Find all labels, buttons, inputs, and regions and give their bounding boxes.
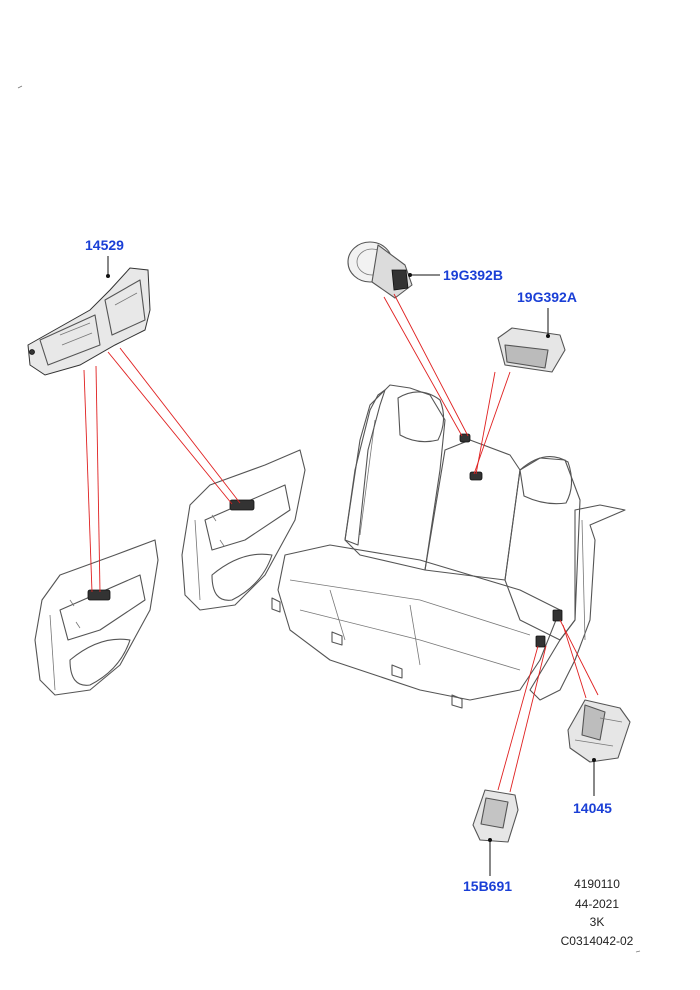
part-15B691-module	[472, 789, 519, 876]
part-14529-switch	[27, 256, 151, 376]
part-14045-module	[567, 699, 631, 796]
reference-date: 44-2021	[574, 897, 620, 911]
reference-illustration-id: C0314042-02	[560, 934, 634, 948]
label-14529: 14529	[85, 237, 124, 253]
reference-code: 3K	[589, 915, 605, 929]
part-19G392A-switch	[497, 308, 566, 373]
callout-lines	[83, 293, 599, 793]
reference-number: 4190110	[574, 877, 620, 891]
part-19G392B-switch	[347, 241, 440, 299]
door-trim-right	[181, 449, 306, 611]
label-19G392A: 19G392A	[517, 289, 577, 305]
label-15B691: 15B691	[463, 878, 513, 894]
label-19G392B: 19G392B	[443, 267, 503, 283]
rear-seat-assembly	[271, 384, 626, 709]
label-14045: 14045	[573, 800, 612, 816]
door-trim-left	[34, 539, 159, 696]
